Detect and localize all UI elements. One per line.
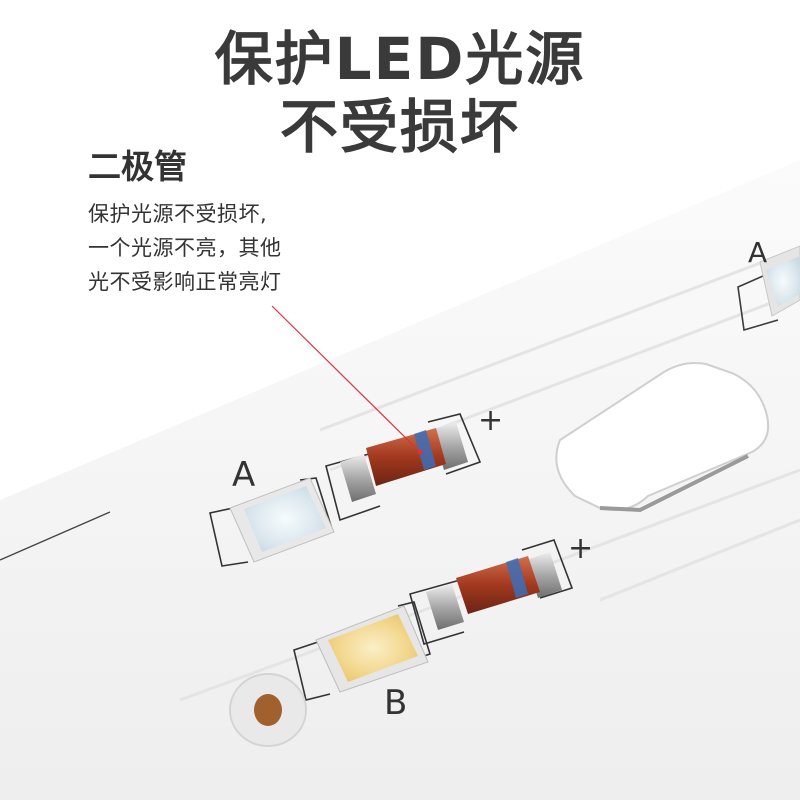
callout-pointer-dot [417,449,423,455]
callout-text-line: 一个光源不亮，其他 [88,236,282,260]
plus-lower: + [568,531,593,566]
callout-text-line: 光不受影响正常亮灯 [88,270,282,294]
label-b: B [384,683,407,723]
headline-line-2: 不受损坏 [279,93,520,161]
callout-text-line: 保护光源不受损坏, [88,202,268,226]
board-traces [179,246,800,702]
mounting-pad [229,673,307,747]
slot-shadow [599,454,749,513]
led-a-cool-white: A [209,455,335,567]
callout-pointer-line [271,305,421,453]
board-slot [555,362,770,511]
board-surface [0,160,800,800]
headline-line-1: 保护LED光源 [214,25,586,93]
plus-upper: + [478,403,503,438]
diode-upper: + [325,403,503,522]
label-a: A [232,455,255,495]
label-a-top: A [748,236,767,269]
board-line-mark [0,511,111,561]
diode-lower: + [409,531,593,646]
led-b-warm-white: B [293,601,431,723]
callout-heading: 二极管 [88,147,187,186]
led-top-right: A [737,236,800,332]
